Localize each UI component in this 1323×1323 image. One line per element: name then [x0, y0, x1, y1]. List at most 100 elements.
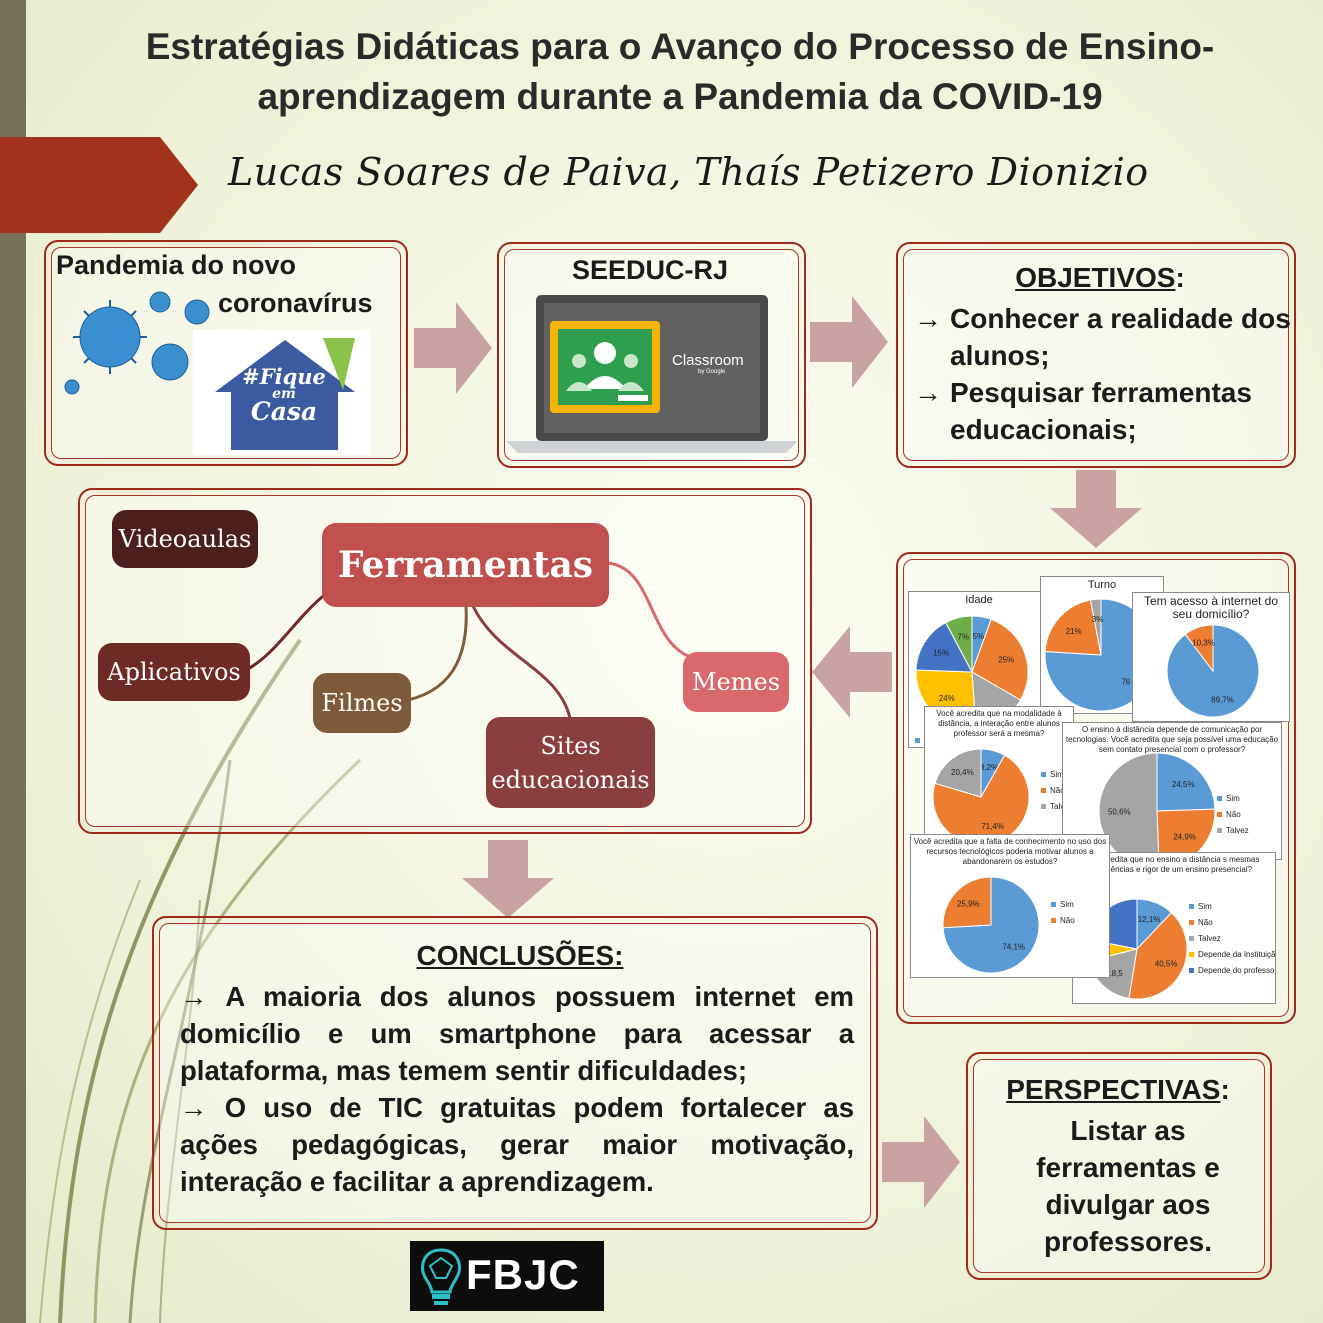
pie-data-label: 12,1%: [1138, 915, 1161, 924]
arrow-right-2: [810, 296, 888, 388]
pie-data-label: 76: [1121, 678, 1130, 687]
badge-casa: Casa: [250, 397, 318, 426]
legend-swatch: [1189, 968, 1194, 973]
pie-data-label: 40,5%: [1155, 959, 1178, 968]
node-ferramentas-center: Ferramentas: [322, 523, 609, 607]
arrow-right-icon: →: [914, 303, 942, 334]
legend-swatch: [1041, 772, 1046, 777]
conclusao-1: → A maioria dos alunos possuem internet …: [180, 981, 854, 1086]
node-sites-line-1: Sites: [540, 731, 601, 760]
pie-slice: [1156, 808, 1216, 859]
objetivo-item: →Pesquisar ferramentas educacionais;: [914, 374, 1294, 448]
pie-data-label: 89,7%: [1211, 695, 1234, 704]
legend-swatch: [1041, 804, 1046, 809]
node-sites-educacionais: Sites educacionais: [486, 717, 655, 808]
pie-slice: [1044, 599, 1102, 656]
perspectivas-line-1: Listar as: [1070, 1115, 1186, 1146]
pie-data-label: 3%: [1092, 615, 1104, 624]
chart-sem-contato: O ensino à distância depende de comunica…: [1062, 722, 1282, 860]
node-memes: Memes: [683, 652, 789, 712]
chart-internet: Tem acesso à internet do seu domicílio? …: [1132, 592, 1290, 722]
pie-slice: [934, 748, 982, 798]
chart-title: O ensino à distância depende de comunica…: [1065, 725, 1279, 754]
authors: Lucas Soares de Paiva, Thaís Petizero Di…: [228, 150, 1149, 194]
perspectivas-heading: PERSPECTIVAS:: [968, 1074, 1268, 1106]
legend-swatch: [1189, 904, 1194, 909]
arrow-down-2: [462, 840, 554, 918]
perspectivas-heading-text: PERSPECTIVAS: [1006, 1074, 1221, 1105]
badge-em: em: [272, 386, 296, 402]
legend-swatch: [1051, 902, 1056, 907]
pie-chart-internet: 89,7% 10,3%: [1166, 624, 1260, 718]
pie-data-label: 18,5: [1107, 969, 1123, 978]
classroom-sub: by Google: [698, 369, 726, 375]
pandemia-line-1: Pandemia do novo: [56, 250, 297, 280]
pie-data-label: 24,5%: [1172, 780, 1195, 789]
legend-label: Talvez: [1198, 934, 1221, 943]
legend-label: Não: [1060, 916, 1075, 925]
pandemia-line-2: coronavírus: [218, 288, 373, 318]
legend-label: Talvez: [1226, 826, 1249, 835]
lightbulb-icon: [421, 1248, 461, 1305]
perspectivas-line-2: ferramentas e: [1036, 1152, 1220, 1183]
perspectivas-line-3: divulgar aos: [1045, 1189, 1211, 1220]
laptop-classroom-icon: [506, 295, 796, 453]
poster-title: Estratégias Didáticas para o Avanço do P…: [40, 22, 1320, 122]
objetivo-text: Conhecer a realidade dos alunos;: [950, 303, 1291, 371]
pie-data-label: 74,1%: [1002, 942, 1025, 951]
chart-title: Você acredita que na modalidade à distân…: [936, 709, 1062, 738]
legend-label: Sim: [1198, 902, 1212, 911]
objetivos-heading-colon: :: [1175, 262, 1185, 293]
arrow-down-1: [1050, 470, 1142, 548]
legend-swatch: [1051, 918, 1056, 923]
classroom-label: Classroom: [672, 352, 744, 369]
legend-swatch: [1189, 920, 1194, 925]
pie-data-label: 21%: [1066, 627, 1082, 636]
pie-data-label: 25%: [998, 656, 1014, 665]
title-line-1: Estratégias Didáticas para o Avanço do P…: [145, 26, 1215, 67]
pie-slice: [1156, 752, 1216, 812]
arrow-right-icon: →: [914, 377, 942, 408]
pie-slice: [1089, 598, 1102, 656]
pie-data-label: 24%: [939, 694, 955, 703]
node-filmes: Filmes: [313, 673, 411, 733]
conclusoes-heading-text: CONCLUSÕES:: [416, 940, 624, 971]
pie-chart-idade: 5%25%24%15%7%: [915, 615, 1029, 729]
pie-slice: [945, 615, 973, 673]
chart-interacao: Você acredita que na modalidade à distân…: [924, 706, 1074, 848]
node-videoaulas: Videoaulas: [112, 510, 258, 568]
seeduc-title: SEEDUC-RJ: [571, 255, 729, 285]
objetivo-item: → Conhecer a realidade dos alunos;: [914, 300, 1294, 374]
legend-label: Não: [1198, 918, 1213, 927]
conclusoes-body: → A maioria dos alunos possuem internet …: [180, 978, 854, 1200]
legend-label: Sim: [1226, 794, 1240, 803]
pie-slice: [1128, 912, 1188, 1000]
legend-label: Sim: [1060, 900, 1074, 909]
objetivos-box: [896, 242, 1296, 468]
arrow-right-1: [414, 302, 492, 394]
pie-slice: [1184, 624, 1214, 673]
objetivos-heading: OBJETIVOS:: [900, 262, 1300, 294]
objetivos-heading-text: OBJETIVOS: [1015, 262, 1176, 293]
perspectivas-body: Listar as ferramentas e divulgar aos pro…: [978, 1112, 1278, 1260]
pie-data-label: 50,6%: [1108, 808, 1131, 817]
pie-data-label: 15%: [933, 649, 949, 658]
pie-slice: [942, 876, 992, 929]
perspectivas-box: [966, 1052, 1272, 1280]
objetivos-list: → Conhecer a realidade dos alunos; →Pesqu…: [914, 300, 1294, 448]
pie-data-label: 10,3%: [1192, 639, 1215, 648]
node-sites-line-2: educacionais: [491, 765, 650, 794]
pie-data-label: 20,4%: [951, 768, 974, 777]
node-aplicativos: Aplicativos: [98, 643, 250, 701]
arrow-left-1: [812, 626, 892, 718]
pie-data-label: 8,2%: [980, 763, 998, 772]
fbjc-logo-text: FBJC: [466, 1251, 580, 1298]
pie-data-label: 7%: [957, 633, 969, 642]
pie-data-label: 24,9%: [1173, 833, 1196, 842]
conclusao-2: → O uso de TIC gratuitas podem fortalece…: [180, 1092, 854, 1197]
legend-label: Depende da Instituição: [1198, 950, 1275, 959]
